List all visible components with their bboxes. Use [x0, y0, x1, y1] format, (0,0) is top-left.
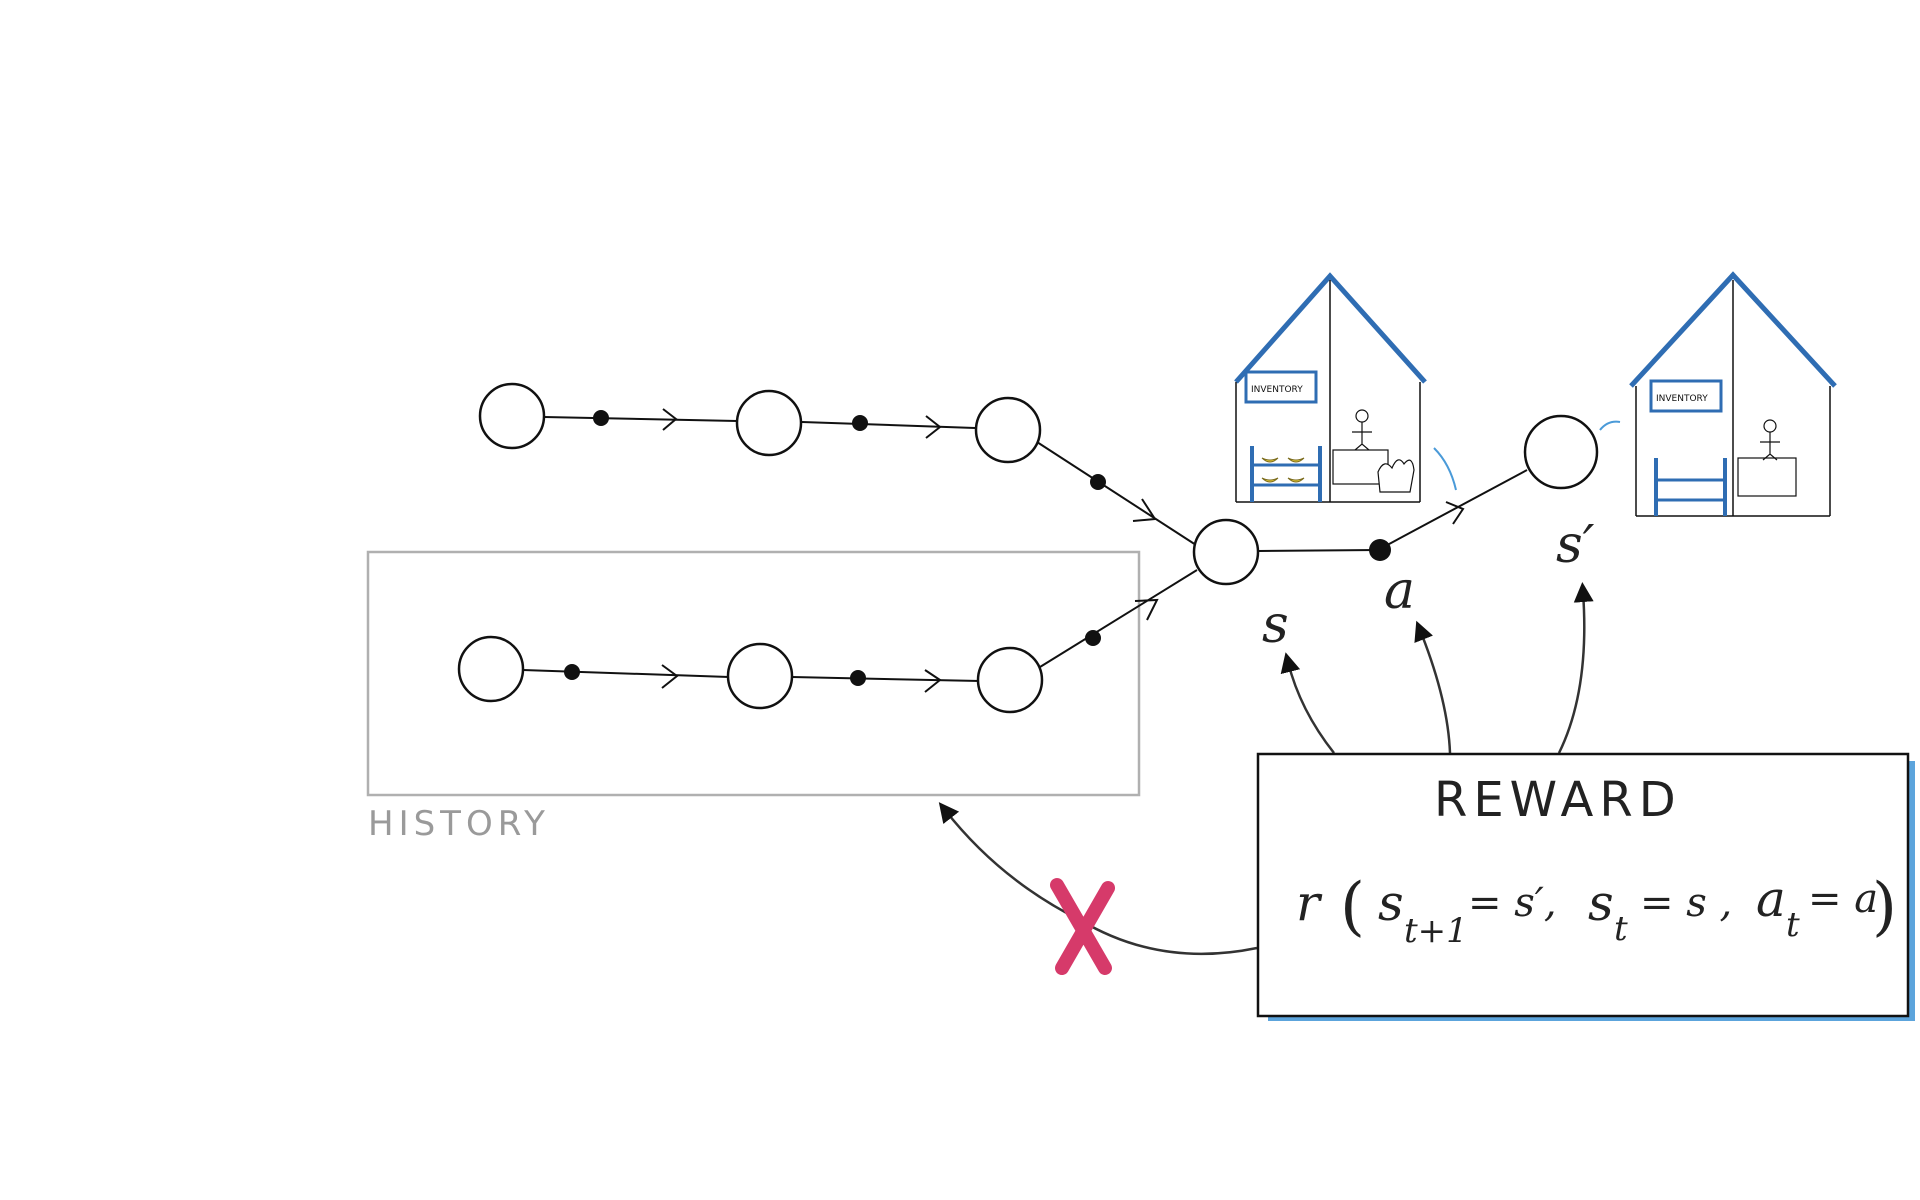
action-node [850, 670, 866, 686]
store-before: INVENTORY [1234, 272, 1457, 503]
top-trajectory [543, 408, 1197, 546]
svg-text:= s ,: = s , [1640, 880, 1732, 926]
state-node [457, 635, 525, 703]
reward-box: REWARD r ( s t+1 = s′, s t = s , a t = a… [1256, 752, 1915, 1021]
clerk-icon [1355, 409, 1369, 423]
action-node [1090, 474, 1106, 490]
svg-text:= s′,: = s′, [1468, 880, 1557, 926]
state-label: s [1262, 595, 1289, 655]
banana-icon [1261, 457, 1305, 483]
svg-text:s: s [1588, 874, 1614, 932]
current-action-node [1369, 539, 1391, 561]
state-node [478, 382, 546, 450]
clerk-icon [1763, 419, 1777, 433]
svg-text:(: ( [1340, 870, 1365, 944]
current-transition [1257, 469, 1528, 552]
state-node [976, 646, 1044, 714]
state-node [726, 642, 794, 710]
svg-text:s: s [1378, 874, 1404, 932]
history-label: HISTORY [368, 804, 550, 844]
svg-text:t: t [1786, 905, 1800, 945]
state-node [974, 396, 1042, 464]
reward-title: REWARD [1434, 772, 1682, 828]
svg-text:= a: = a [1808, 876, 1878, 922]
action-node [1085, 630, 1101, 646]
x-mark-icon [1050, 878, 1115, 975]
state-node [735, 389, 803, 457]
reward-formula: r ( s t+1 = s′, s t = s , a t = a ) [1296, 870, 1897, 951]
svg-text:r: r [1296, 874, 1323, 932]
history-box: HISTORY [366, 550, 1141, 844]
svg-text:t+1: t+1 [1404, 911, 1468, 951]
store-after: INVENTORY [1599, 271, 1837, 517]
bottom-trajectory [522, 569, 1198, 693]
current-state-node [1192, 518, 1260, 586]
action-node [852, 415, 868, 431]
svg-text:): ) [1872, 870, 1897, 944]
next-state-label: s′ [1556, 515, 1595, 575]
next-state-node [1523, 414, 1599, 490]
action-node [593, 410, 609, 426]
action-label: a [1384, 561, 1415, 621]
action-node [564, 664, 580, 680]
inventory-sign: INVENTORY [1656, 394, 1708, 404]
svg-text:a: a [1756, 870, 1786, 928]
svg-text:t: t [1614, 909, 1628, 949]
customers-icon [1377, 459, 1415, 493]
inventory-sign: INVENTORY [1251, 385, 1303, 395]
